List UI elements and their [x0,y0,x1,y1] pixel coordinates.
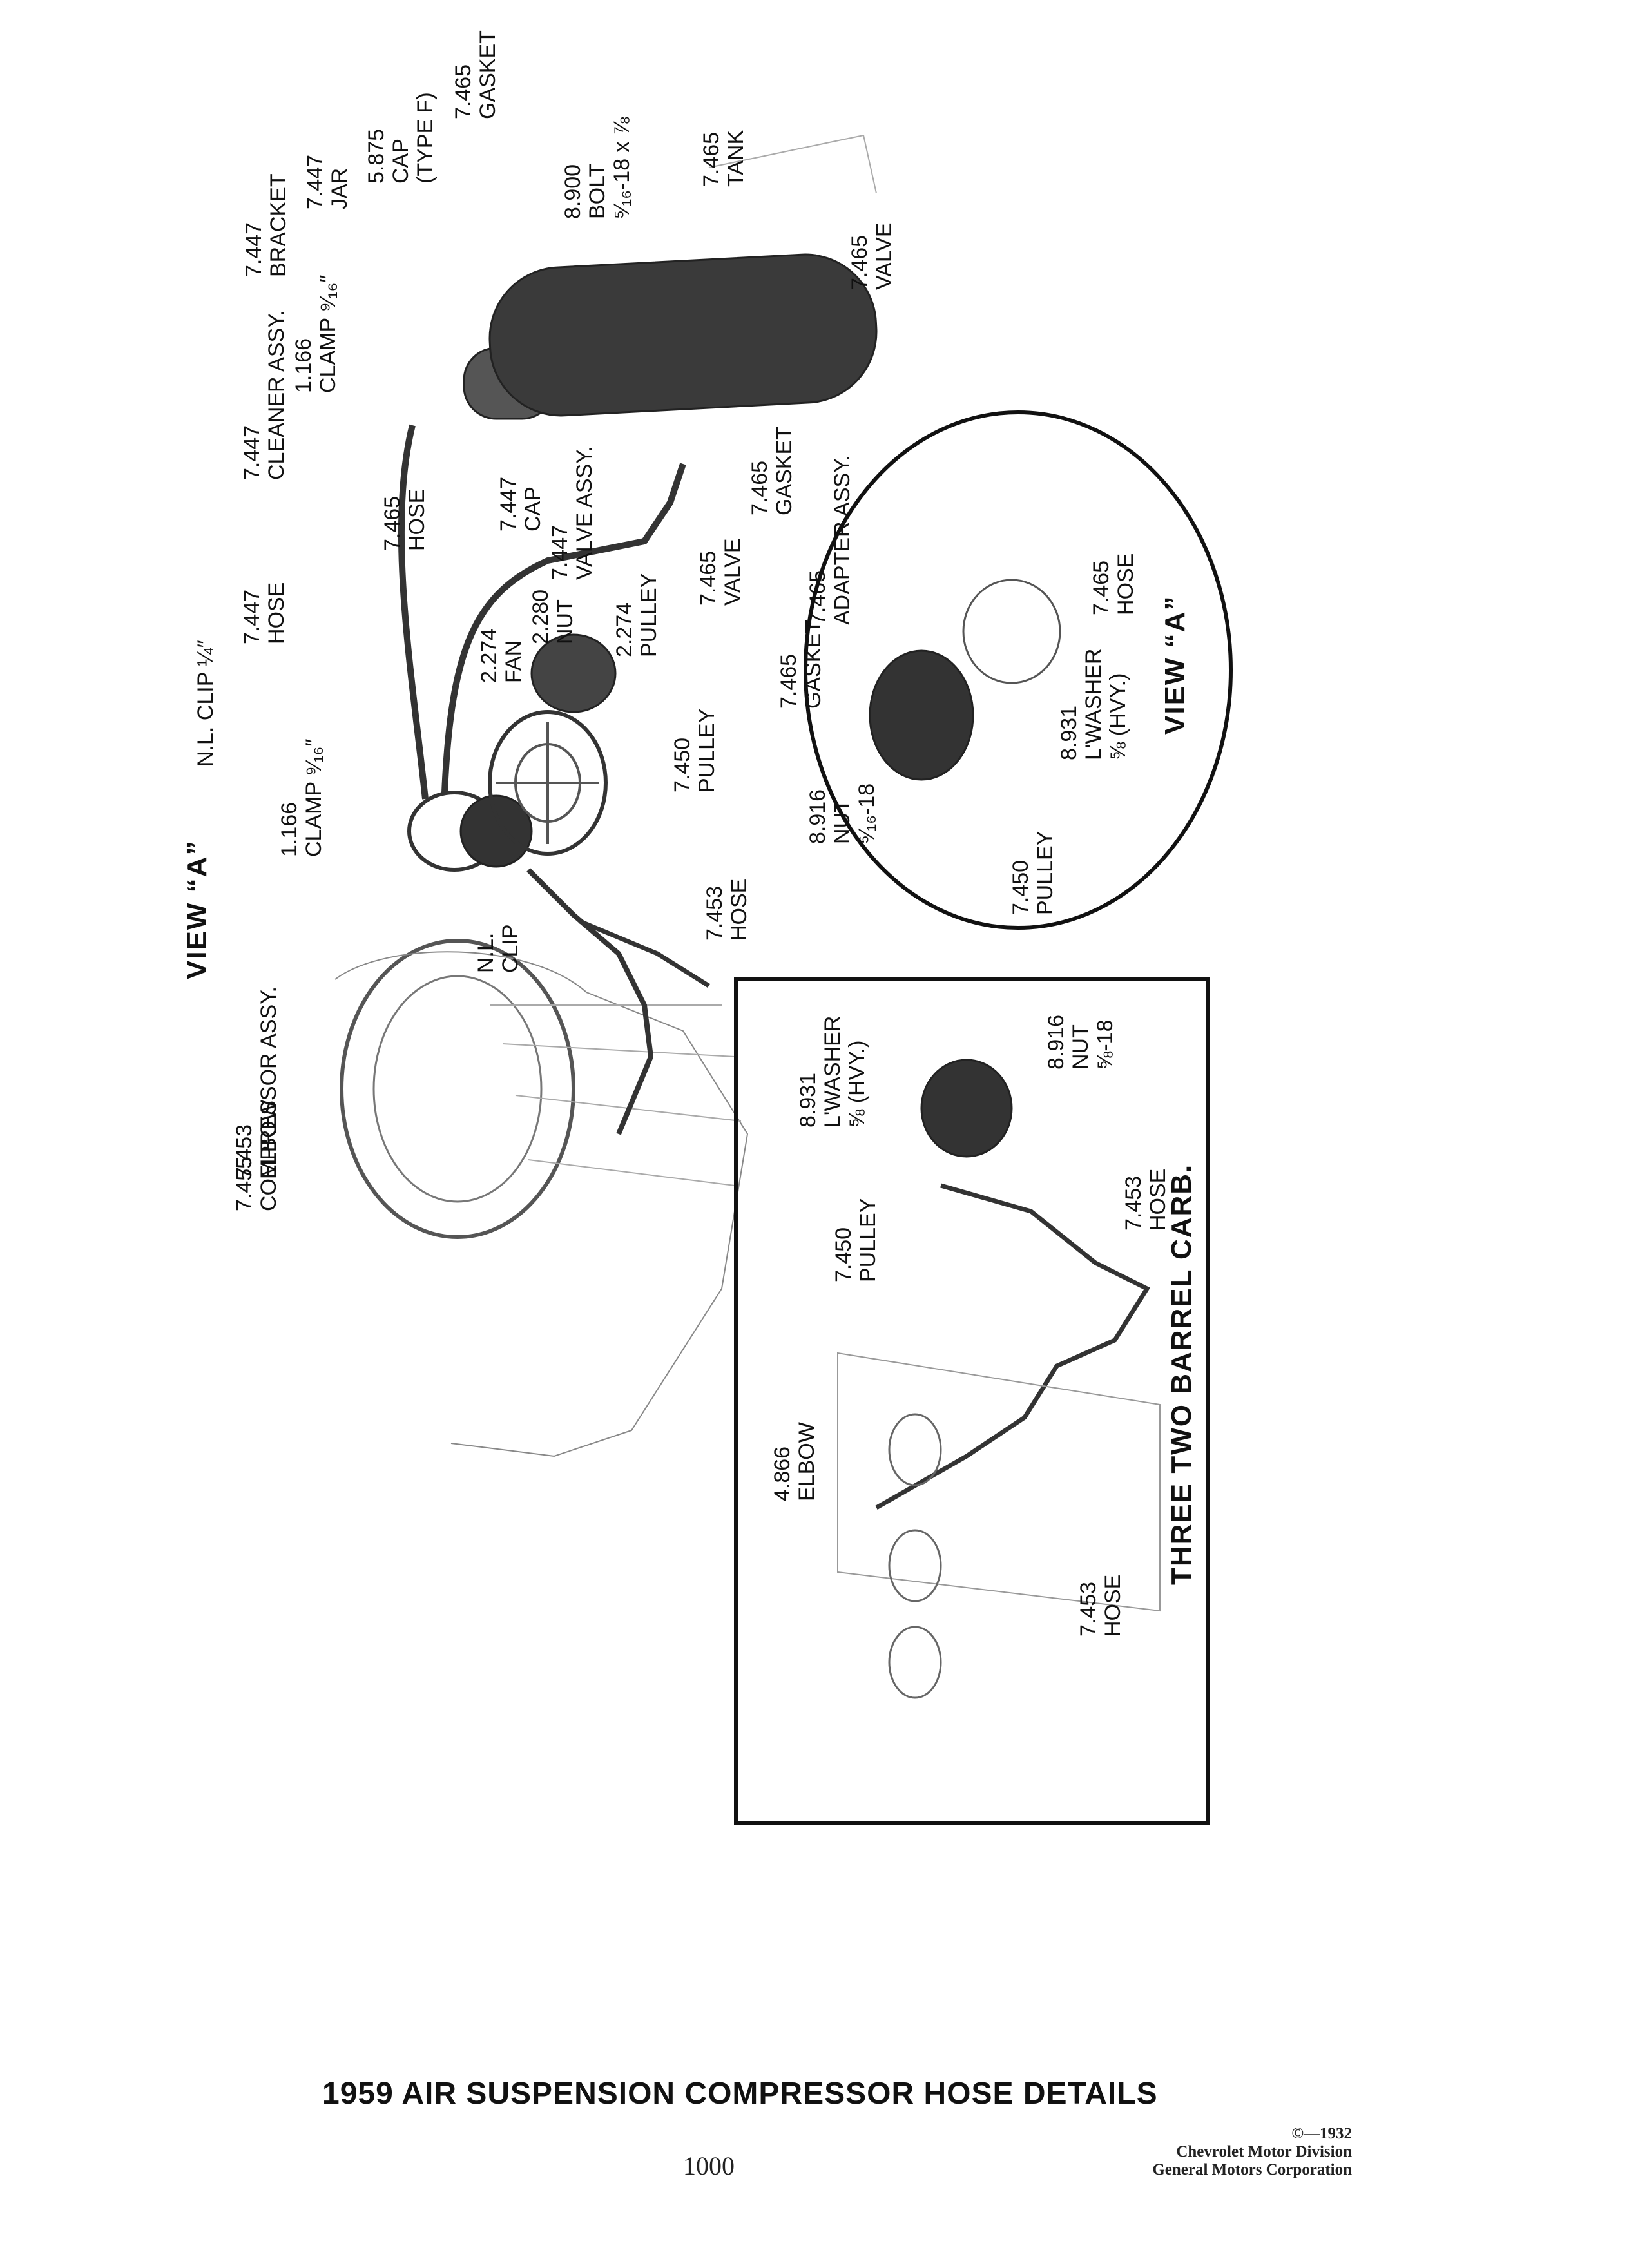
page-number: 1000 [683,2151,735,2180]
pulley-450-circle-label: 7.450 PULLEY [1008,831,1057,915]
jar-447-label: 7.447 JAR [303,154,352,209]
view-a-label: VIEW “A” [181,840,213,979]
pulley-274-label: 2.274 PULLEY [612,573,661,657]
hose-453-inset-bottom-label: 7.453 HOSE [1076,1574,1125,1637]
valve-465-right-label: 7.465 VALVE [847,222,896,290]
copyright-line: ©—1932 [1291,2125,1352,2142]
gasket-circle-label: 7.465 GASKET [776,620,825,709]
adapter-assy-label: 7.465 ADAPTER ASSY. [805,455,854,625]
nut-916-inset-label: 8.916 NUT ⅝-18 [1044,1014,1117,1070]
publisher-line: Chevrolet Motor Division [1176,2143,1352,2160]
elbow-label: 7.453 ELBOW [232,1100,281,1179]
compressor-drawing [407,710,608,872]
engine-air-cleaner-drawing [334,939,749,1457]
view-a-circle-drawing [804,410,1233,930]
inset-carb-drawing [837,1059,1161,1699]
cap-type-f-label: 5.875 CAP (TYPE F) [364,92,438,184]
nl-clip-label: N.L. CLIP [474,924,523,973]
pulley-450-inset-label: 7.450 PULLEY [831,1198,880,1282]
diagram-caption: 1959 AIR SUSPENSION COMPRESSOR HOSE DETA… [322,2077,1158,2111]
fan-274-label: 2.274 FAN [477,628,526,683]
clamp-lower-label: 1.166 CLAMP ⁹⁄₁₆″ [277,738,326,857]
hose-447-label: 7.447 HOSE [240,582,289,644]
cap-447-label: 7.447 CAP [496,476,545,532]
nut-280-label: 2.280 NUT [528,589,577,644]
hose-465-circle-label: 7.465 HOSE [1089,553,1138,615]
view-a-circle-label: VIEW “A” [1159,595,1191,735]
three-two-barrel-carb-label: THREE TWO BARREL CARB. [1166,1163,1197,1585]
pulley-450-label: 7.450 PULLEY [670,708,719,793]
cleaner-assy-label: 7.447 CLEANER ASSY. [240,310,289,480]
tank-drawing [463,135,878,420]
elbow-866-inset-label: 4.866 ELBOW [770,1422,819,1501]
clamp-upper-label: 1.166 CLAMP ⁹⁄₁₆″ [291,274,340,393]
gasket-top-label: 7.465 GASKET [451,30,500,119]
nl-clip-quarter-label: N.L. CLIP ¼″ [193,640,218,767]
nut-916-circle-label: 8.916 NUT ⁵⁄₁₆-18 [805,783,879,844]
washer-931-inset-label: 8.931 L'WASHER ⅝ (HVY.) [796,1015,869,1128]
valve-465-mid-label: 7.465 VALVE [696,538,745,606]
three-two-barrel-inset-box [734,977,1210,1825]
hose-lines-drawing [398,424,710,1135]
bolt-900-label: 8.900 BOLT ⁵⁄₁₆-18 x ⅞ [561,117,634,219]
gasket-465-mid-label: 7.465 GASKET [747,427,796,515]
valve-assy-447-label: 7.447 VALVE ASSY. [548,446,597,580]
hose-453-label: 7.453 HOSE [702,878,751,941]
corporation-line: General Motors Corporation [1152,2161,1352,2178]
bracket-447-label: 7.447 BRACKET [242,173,291,277]
copyright-block: ©—1932 Chevrolet Motor Division General … [1152,2125,1352,2179]
hose-465-label: 7.465 HOSE [380,488,429,551]
hose-453-inset-label: 7.453 HOSE [1121,1168,1170,1231]
fan-pulley-drawing [530,633,617,713]
washer-931-circle-label: 8.931 L'WASHER ⅝ (HVY.) [1057,648,1130,760]
tank-465-label: 7.465 TANK [699,130,748,187]
